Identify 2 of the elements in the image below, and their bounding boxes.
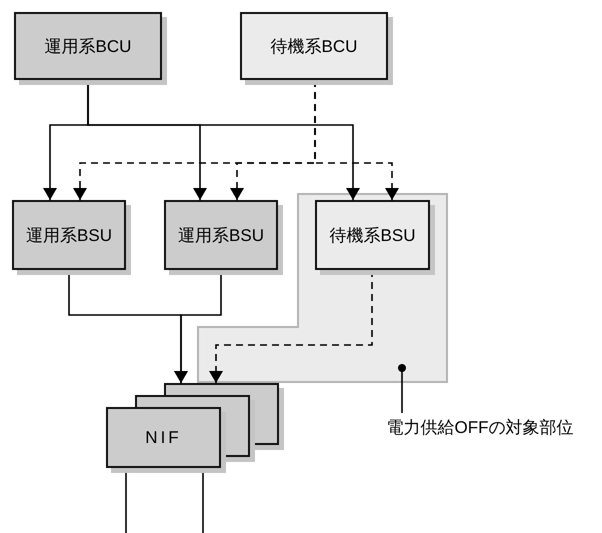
leader-line — [398, 364, 406, 413]
callout-text: 電力供給OFFの対象部位 — [386, 416, 574, 438]
